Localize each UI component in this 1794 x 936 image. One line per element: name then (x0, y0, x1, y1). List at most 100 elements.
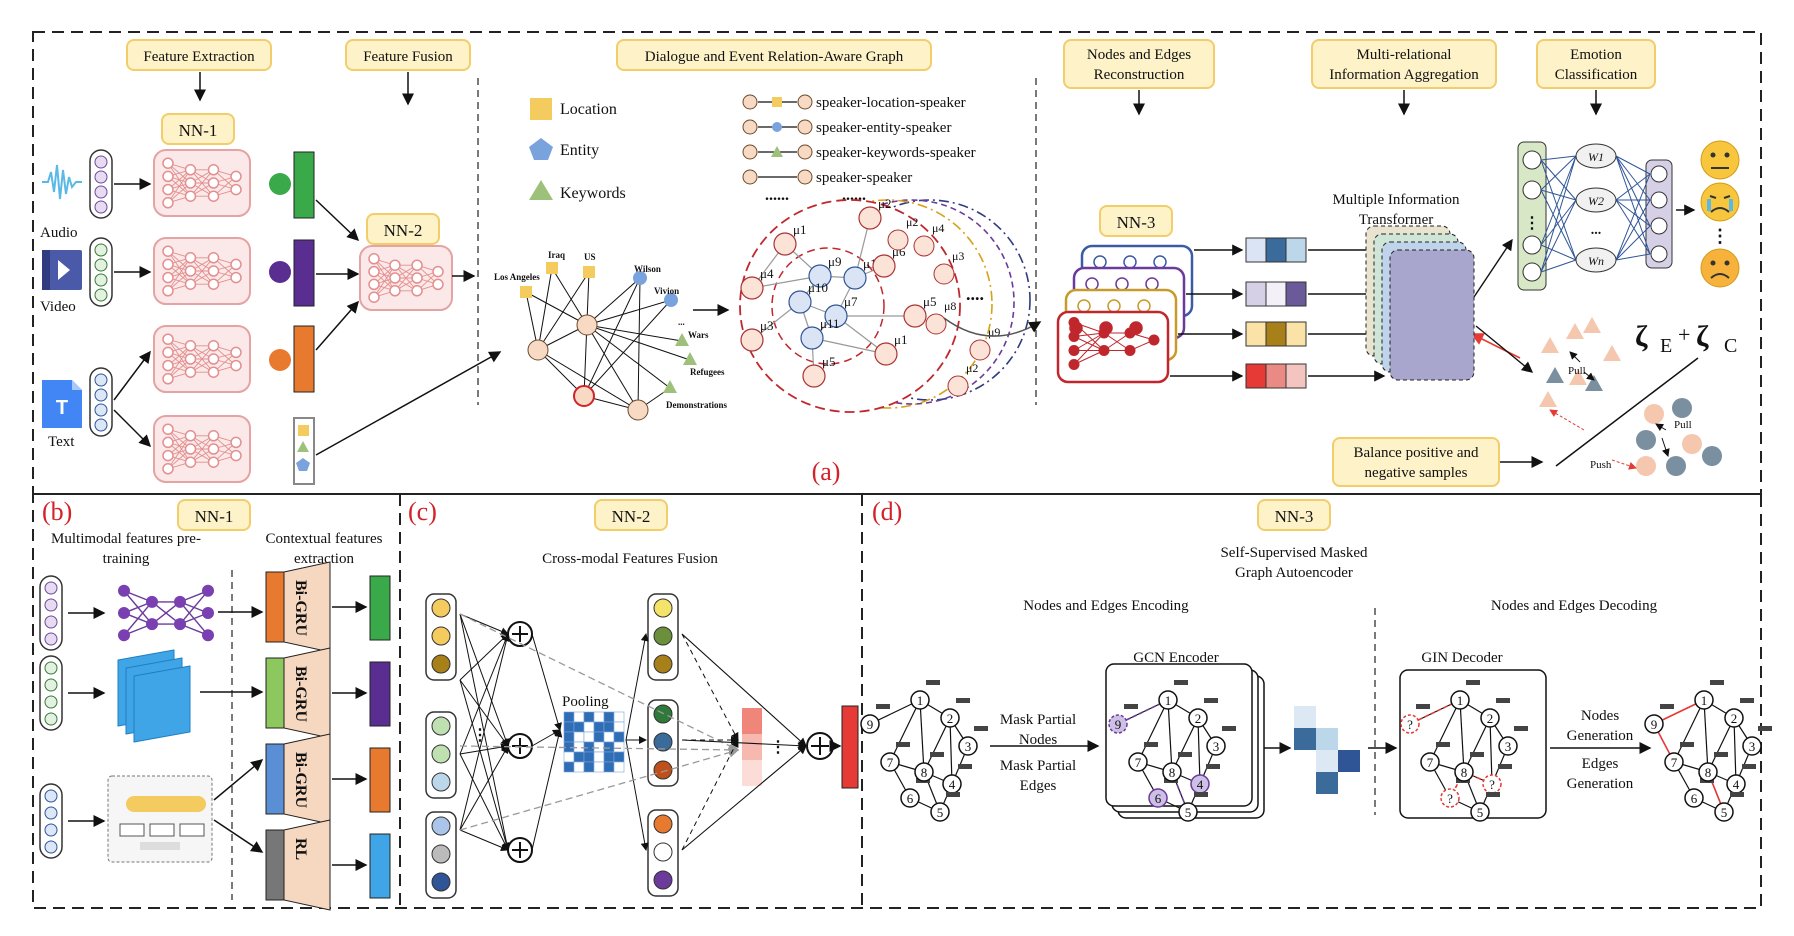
nn-edge (373, 264, 396, 298)
classifier-edge (1540, 155, 1577, 191)
pooling-cell (613, 721, 625, 733)
d-edge (1673, 699, 1705, 763)
nn-neuron (162, 463, 174, 475)
mu-label: μ9 (828, 254, 841, 269)
d-node-number: 4 (1197, 777, 1204, 792)
b-input-neuron (44, 806, 58, 820)
nn1-blocks (153, 149, 251, 483)
nn-neuron (184, 164, 197, 176)
symbolic-feature-bar (293, 417, 315, 485)
pooling-cell (583, 751, 595, 763)
location-node (583, 266, 595, 278)
d-node-feature (1466, 680, 1480, 685)
d-node-number: 2 (1195, 711, 1202, 726)
nn3-neuron (1098, 345, 1110, 356)
panel-c-letter: (c) (408, 497, 437, 526)
speaker-node (627, 399, 649, 421)
nn-neuron (162, 197, 174, 209)
panel-a-border (32, 31, 1762, 495)
classifier-edge (1615, 199, 1651, 255)
mu-node (802, 364, 826, 388)
embedding-cell (1338, 728, 1360, 750)
nn-edge (167, 345, 191, 380)
d-edge (1489, 717, 1493, 785)
d-node-feature (974, 726, 988, 731)
classifier-neuron (1522, 262, 1542, 282)
bert-token (179, 823, 205, 837)
pooling-cell (613, 711, 625, 723)
classifier-edge (1615, 155, 1651, 227)
nn3-neuron (1148, 334, 1160, 346)
nn2-label: NN-2 (366, 213, 440, 245)
kg-label: Wilson (634, 264, 661, 274)
vector-cell (1245, 363, 1267, 389)
d-edge (949, 717, 953, 785)
d-edge (919, 699, 925, 773)
b-net-neuron (202, 584, 214, 597)
embedding-cell (1294, 706, 1316, 728)
nn-neuron (411, 272, 423, 284)
relation-legend: speaker-location-speakerspeaker-entity-s… (742, 94, 976, 204)
b-arrow (213, 819, 264, 853)
d-node-feature (1710, 680, 1724, 685)
d-node (860, 714, 880, 734)
nn-neuron (432, 278, 444, 291)
nn-edge (167, 169, 191, 204)
d-node (1440, 788, 1460, 808)
faces-ellipsis: ⋮ (1711, 226, 1729, 246)
kg-label: Vivion (654, 286, 679, 296)
embedding-cell (1294, 728, 1316, 750)
neutral-face-icon (1700, 140, 1740, 180)
nn-edge (167, 257, 191, 292)
location-node (546, 262, 558, 274)
legend-keywords: Keywords (560, 185, 626, 202)
audio-feature-bar (293, 151, 315, 219)
pooling-cell (613, 751, 625, 763)
c-input-neuron (431, 816, 451, 836)
emotion-classifier: ⋮W1W2Wn... (1517, 141, 1696, 291)
d-node-number: 7 (1671, 755, 1678, 770)
label-nodes-edges-reconstruction: Nodes and Edges Reconstruction (1063, 39, 1215, 89)
kg-edge (637, 277, 641, 411)
classifier-edge (1540, 189, 1577, 261)
text-feature-dot (269, 349, 291, 371)
sample-triangle (1539, 391, 1557, 407)
b-input-neuron (44, 823, 58, 837)
nn-neuron (389, 285, 401, 297)
classifier-neuron (1650, 217, 1668, 235)
svg-text:Feature Extraction: Feature Extraction (143, 49, 255, 65)
nn-neuron (207, 456, 220, 468)
c-input-neuron (431, 716, 451, 736)
entity-icon (772, 122, 782, 132)
nn-neuron (368, 291, 380, 303)
vector-cell (1285, 321, 1307, 347)
crying-face-icon (1700, 182, 1740, 222)
vector-cell (1265, 363, 1287, 389)
embedding-cell (1338, 706, 1360, 728)
gen-nodes-label-2: Generation (1567, 728, 1634, 744)
speaker-icon (797, 94, 813, 110)
mu-label: μ10 (808, 280, 828, 295)
sample-dot (1702, 446, 1722, 466)
d-node-feature (1124, 704, 1138, 709)
d-edge (1171, 717, 1199, 773)
d-node (1698, 762, 1718, 782)
b-block-label: RL (292, 838, 309, 860)
classifier-edge (1615, 253, 1651, 261)
d-node (1482, 774, 1502, 794)
nn-neuron (162, 170, 174, 183)
sample-triangle (1566, 323, 1584, 339)
pooling-cell (603, 731, 615, 743)
d-node (1694, 690, 1714, 710)
c-input-neuron (431, 744, 451, 764)
sample-dot (1666, 456, 1686, 476)
nn-edge (190, 169, 214, 197)
pooling-cell (593, 711, 605, 723)
nn-neuron (184, 340, 197, 352)
svg-text:Information Aggregation: Information Aggregation (1329, 67, 1479, 83)
b-input-vector (39, 575, 63, 651)
classifier-neuron (1650, 245, 1668, 263)
mu-node (933, 263, 955, 285)
to-loss-arrow (1475, 325, 1534, 373)
